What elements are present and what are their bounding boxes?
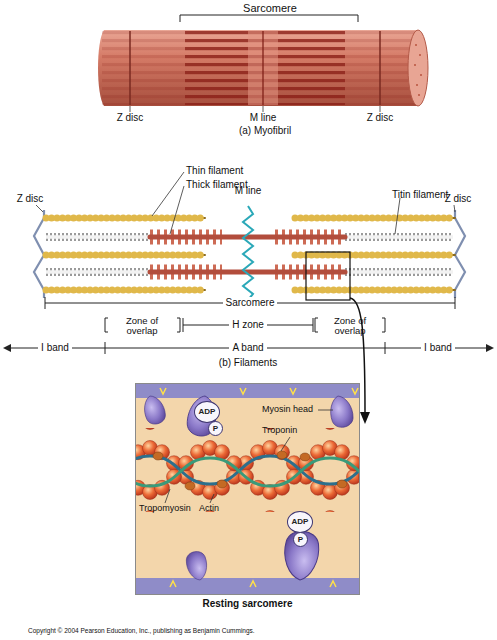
part-label: I band [413, 342, 463, 353]
inset-background [135, 383, 360, 595]
part-label: Actin [199, 504, 239, 514]
part-label: Copyright © 2004 Pearson Education, Inc.… [28, 627, 358, 634]
part-label: Troponin [262, 426, 322, 436]
molecule-label: P [298, 536, 303, 544]
m-line [243, 206, 253, 300]
arrowhead [486, 344, 494, 352]
inset-panel: Resting sarcomereADPPADPP [135, 383, 360, 595]
fibril-dots [414, 44, 422, 96]
label-backing: I band [38, 342, 72, 353]
part-label: (a) Myofibril [210, 125, 320, 136]
bracket [180, 15, 358, 22]
molecule-circle: ADP [287, 511, 313, 533]
troponin [153, 451, 347, 490]
part-label: Z disc [355, 112, 405, 123]
thick-filament [135, 578, 360, 595]
molecule-label: P [213, 425, 218, 433]
thick-filament [135, 383, 360, 398]
leader-line [130, 106, 380, 112]
myosin-head [141, 393, 355, 582]
z-line [129, 31, 131, 105]
part-label: Z disc [105, 112, 155, 123]
h-zone [248, 31, 278, 105]
part-label: Titin filament [392, 189, 492, 200]
leader-line [165, 410, 333, 503]
part-label: Sarcomere [215, 297, 285, 308]
panel-title: Resting sarcomere [116, 598, 379, 609]
part-label: A band [220, 342, 276, 353]
part-label: Zone of overlap [115, 316, 169, 337]
molecule-circle: P [293, 532, 308, 547]
myofibril-cylinder [98, 15, 428, 112]
part-label: M line [223, 185, 273, 196]
part-label: Sarcomere [225, 2, 315, 14]
part-label: I band [30, 342, 80, 353]
filament-diagram [3, 172, 494, 424]
zoom-box [306, 252, 350, 300]
leader-line [36, 172, 455, 234]
molecule-label: ADP [292, 518, 309, 526]
cylinder-body [98, 30, 418, 106]
actin-helix [135, 428, 360, 512]
label-backing: I band [421, 342, 455, 353]
part-label: Z disc [5, 193, 55, 204]
cylinder-end [408, 30, 428, 106]
arrowhead [360, 412, 370, 424]
z-disc [34, 210, 44, 298]
part-label: H zone [223, 319, 273, 330]
molecule-circle: ADP [194, 401, 220, 423]
part-label: Zone of overlap [323, 316, 377, 337]
label-backing: H zone [229, 319, 267, 330]
part-label: (b) Filaments [193, 357, 303, 368]
z-line [379, 31, 381, 105]
fibril-lines [102, 31, 418, 105]
arrowhead [3, 344, 11, 352]
part-label: Tropomyosin [139, 504, 209, 514]
m-line [262, 31, 263, 105]
part-label: Thin filament [186, 165, 286, 176]
part-label: M line [238, 112, 288, 123]
molecule-circle: P [208, 421, 223, 436]
part-label: Z disc [433, 193, 483, 204]
label-backing: A band [229, 342, 266, 353]
part-label: Myosin head [262, 405, 332, 415]
molecule-label: ADP [199, 408, 216, 416]
dimension-bracket [9, 297, 488, 354]
z-disc [455, 210, 465, 298]
thin-filament [44, 218, 455, 290]
a-band [185, 31, 345, 105]
tropomyosin [135, 458, 360, 486]
inset-illustration [135, 383, 360, 595]
label-backing: Sarcomere [223, 297, 278, 308]
